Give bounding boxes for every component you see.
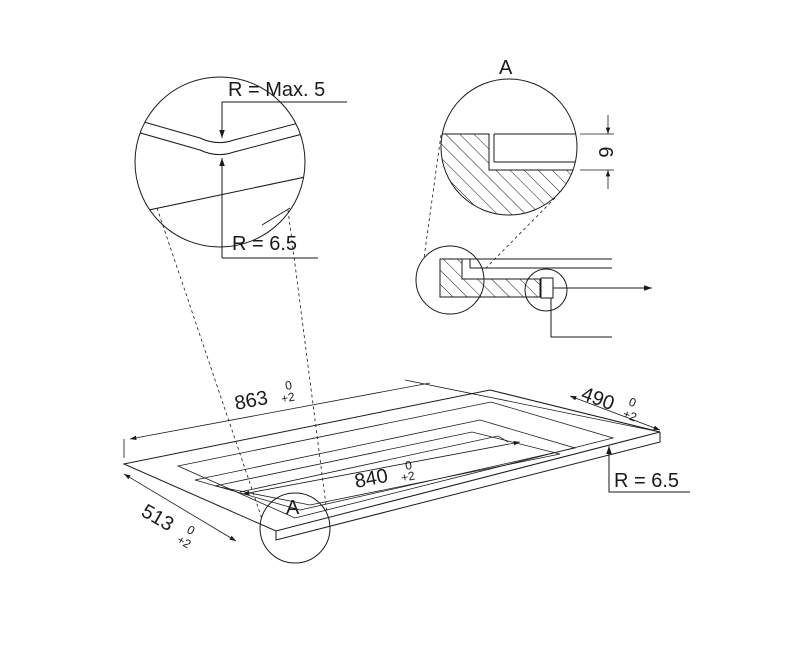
length-inner-lower: +2 xyxy=(400,469,416,485)
depth-outer-value: 513 xyxy=(138,500,178,536)
radius-main-callout: R = 6.5 xyxy=(606,446,690,493)
length-inner-upper: 0 xyxy=(404,458,414,473)
length-outer-lower: +2 xyxy=(280,390,296,406)
length-inner-value: 840 xyxy=(353,465,390,493)
corner-radius-detail: R = Max. 5 R = 6.5 xyxy=(134,76,347,259)
length-outer-upper: 0 xyxy=(284,378,294,393)
radius-detail-label: R = 6.5 xyxy=(232,233,297,255)
dimension-depth-outer: 513 0 +2 xyxy=(123,473,237,552)
detail-a-marker-label: A xyxy=(286,497,300,519)
depth-outer-lower: +2 xyxy=(175,532,194,551)
detail-a-marker: A xyxy=(259,492,331,564)
length-outer-value: 863 xyxy=(233,387,270,415)
radius-max-label: R = Max. 5 xyxy=(228,79,325,101)
depth-inner-value: 490 xyxy=(578,383,617,415)
detail-a-title: A xyxy=(499,57,513,79)
dimension-length-outer: 863 0 +2 xyxy=(123,378,661,458)
depth-inner-lower: +2 xyxy=(621,407,639,425)
detail-a-section: A 6 xyxy=(423,57,616,271)
depth-inner-upper: 0 xyxy=(627,395,638,411)
dimension-length-inner: 840 0 +2 xyxy=(242,440,521,496)
radius-main-label: R = 6.5 xyxy=(614,470,679,492)
depth-label: 6 xyxy=(594,146,616,157)
small-section-view xyxy=(415,245,652,338)
hob-outline xyxy=(122,207,661,541)
